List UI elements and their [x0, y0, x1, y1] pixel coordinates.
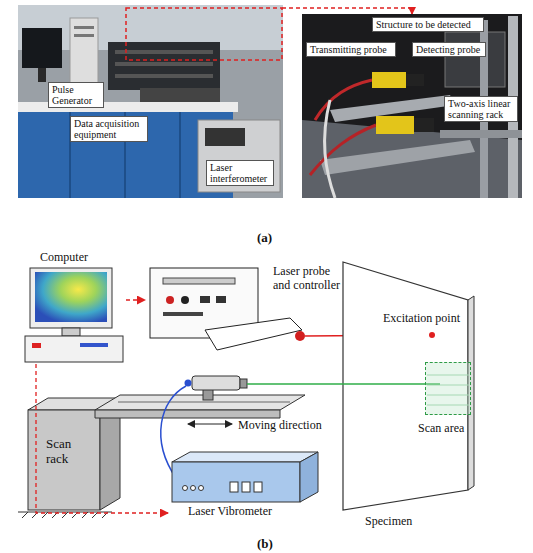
- pulse-generator-unit: [70, 18, 98, 86]
- node-text: Laser interferometer: [210, 162, 270, 184]
- node-text: Transmitting probe: [310, 44, 392, 55]
- laser-vibrometer: Laser Vibrometer: [168, 450, 316, 522]
- node-text: Detecting probe: [416, 44, 482, 55]
- node-text: Pulse Generator: [52, 84, 100, 106]
- rail-groove: [118, 402, 290, 403]
- controller-switch: [216, 296, 226, 303]
- cabinet-divider: [179, 112, 181, 198]
- computer-case: [25, 336, 123, 362]
- bench-equipment: [140, 88, 220, 102]
- laser-aperture: [295, 331, 305, 341]
- vibrometer-side: [300, 452, 318, 502]
- linear-rail-top: [95, 395, 305, 410]
- unit-slot: [74, 34, 94, 37]
- vibrometer-front: [172, 462, 300, 502]
- probe-cable: [325, 100, 335, 198]
- monitor-stand: [38, 68, 46, 82]
- vibrometer-head: [192, 376, 240, 390]
- rack-rail: [320, 140, 475, 175]
- probe-photo: [302, 14, 522, 198]
- lab-photo: [18, 5, 283, 198]
- linear-rail-front: [95, 410, 280, 418]
- probe-cable: [315, 80, 372, 120]
- scan-area: Scan area: [425, 362, 471, 415]
- signal-connector: [126, 299, 145, 300]
- rack-bar: [440, 130, 522, 138]
- vibrometer-switch: [254, 482, 262, 492]
- vibrometer-switch: [230, 482, 238, 492]
- heatmap-screen: [35, 272, 107, 322]
- node-text: Computer: [40, 250, 110, 264]
- vibrometer-port: [199, 486, 204, 491]
- panel-label: (b): [257, 536, 273, 552]
- structure-plate: [445, 32, 505, 87]
- specimen: Specimen Scan area: [340, 258, 475, 538]
- callout-box: Two-axis linear scanning rack: [444, 96, 518, 122]
- ground-hatch: [22, 512, 108, 518]
- moving-arrow: [188, 424, 232, 425]
- monitor-stand: [62, 328, 80, 336]
- probe-cable: [310, 125, 376, 175]
- controller-line: [163, 312, 203, 316]
- signal-connector: [36, 364, 168, 513]
- scan-rack: Scan rack: [28, 398, 108, 510]
- node-text: Two-axis linear scanning rack: [448, 98, 514, 120]
- vibrometer-switch: [242, 482, 250, 492]
- annotation: Excitation point: [383, 311, 460, 326]
- node-text: Laser probe and controller: [273, 264, 345, 292]
- node-text: Scan rack: [46, 436, 80, 466]
- highlight-box: [126, 8, 282, 60]
- detecting-probe-holder: [376, 116, 414, 134]
- drive-slot: [80, 343, 108, 347]
- vibrometer-port: [183, 486, 188, 491]
- laser-probe: [205, 318, 302, 350]
- vibrometer-top: [172, 452, 318, 462]
- node-text: Data acquisition equipment: [74, 118, 144, 140]
- lab-monitor: [22, 28, 62, 68]
- unit-slot: [74, 26, 94, 29]
- callout-box: Detecting probe: [412, 42, 486, 57]
- daq-panel-line: [115, 74, 213, 78]
- annotation: Moving direction: [238, 418, 322, 433]
- controller-display: [163, 278, 235, 284]
- probe-head: [406, 74, 424, 86]
- excitation-dot: [429, 332, 435, 338]
- controller-switch: [200, 296, 210, 303]
- vibrometer-port: [191, 486, 196, 491]
- probe-head: [414, 118, 434, 132]
- daq-panel-line: [115, 50, 213, 54]
- measurement-beam: [247, 383, 440, 385]
- node-text: Scan area: [418, 421, 480, 435]
- node-text: Laser Vibrometer: [188, 504, 308, 518]
- head-lens: [240, 379, 247, 388]
- node-text: Specimen: [365, 514, 445, 528]
- panel-label: (a): [257, 230, 272, 246]
- callout-box: Structure to be detected: [372, 17, 484, 32]
- zoom-arrow: [282, 8, 412, 14]
- transmitting-probe-holder: [372, 72, 406, 88]
- controller-knob: [181, 296, 189, 304]
- laser-controller: Laser probe and controller: [145, 262, 350, 354]
- controller-knob: [166, 296, 174, 304]
- node-text: Structure to be detected: [376, 19, 480, 30]
- callout-box: Pulse Generator: [48, 82, 104, 108]
- monitor: [30, 268, 112, 328]
- callout-box: Transmitting probe: [306, 42, 396, 57]
- power-button: [32, 343, 41, 348]
- daq-unit: [108, 42, 220, 90]
- interferometer-panel: [205, 128, 245, 146]
- interferometer-unit: [198, 120, 280, 192]
- daq-panel-line: [115, 62, 213, 66]
- callout-box: Laser interferometer: [206, 160, 274, 186]
- callout-box: Data acquisition equipment: [70, 116, 148, 142]
- computer: Computer: [22, 250, 126, 364]
- rack-front: [28, 410, 100, 510]
